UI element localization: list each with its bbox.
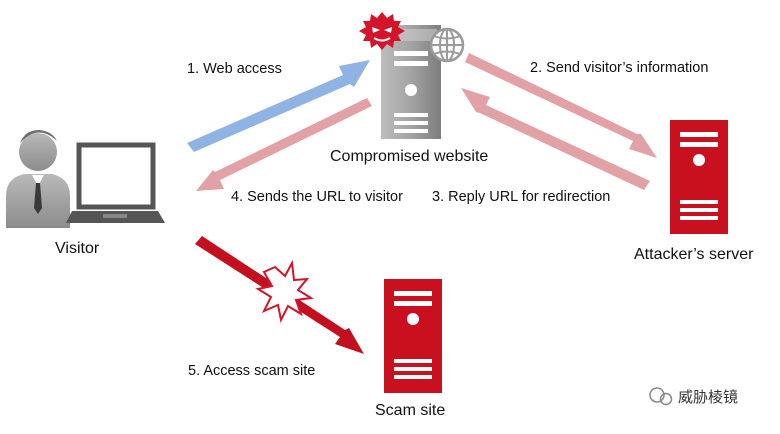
arrow-reply-url: [461, 88, 650, 190]
step5-label: 5. Access scam site: [188, 363, 316, 379]
wechat-icon: [649, 387, 673, 406]
globe-icon: [429, 27, 465, 63]
person-icon: [6, 130, 70, 228]
laptop-icon: [66, 142, 165, 223]
step1-label: 1. Web access: [187, 61, 282, 77]
scam-server-icon: [384, 279, 442, 393]
attackers-server-label: Attacker’s server: [634, 246, 754, 263]
arrow-send-info: [465, 53, 657, 158]
arrow-web-access: [187, 60, 370, 152]
scam-site-label: Scam site: [375, 402, 446, 419]
arrow-send-url: [196, 98, 372, 191]
burst-icon: [255, 259, 314, 324]
virus-icon: [359, 12, 405, 50]
visitor-label: Visitor: [55, 240, 100, 257]
step3-label: 3. Reply URL for redirection: [432, 189, 611, 205]
watermark-text: 威胁棱镜: [678, 389, 739, 406]
step4-label: 4. Sends the URL to visitor: [231, 189, 403, 205]
compromised-website-label: Compromised website: [330, 148, 489, 165]
step2-label: 2. Send visitor’s information: [530, 60, 709, 76]
attacker-server-icon: [670, 120, 728, 234]
